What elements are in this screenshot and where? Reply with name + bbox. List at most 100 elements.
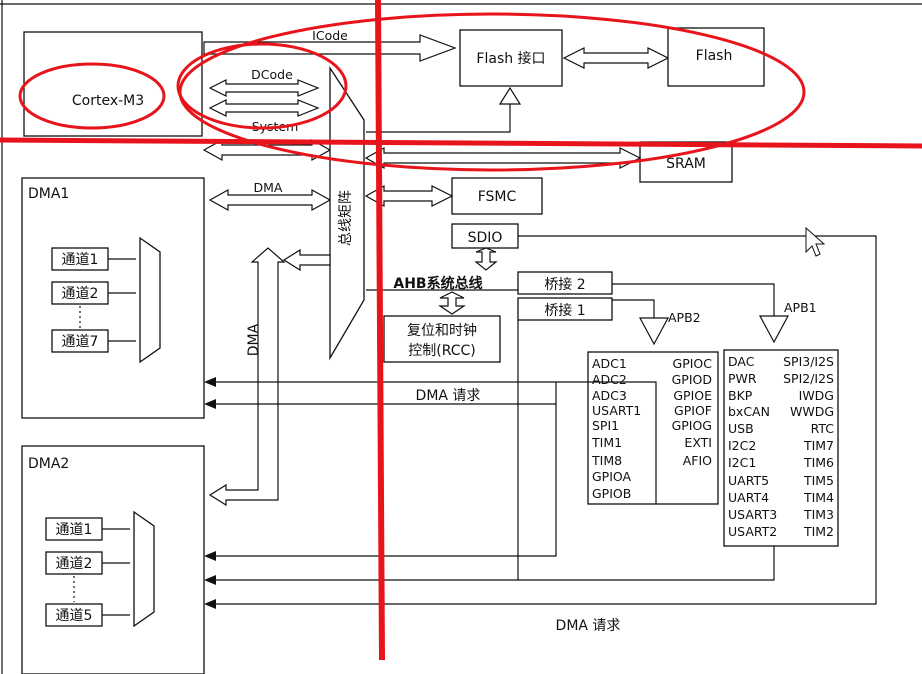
apb1-item-8: UART4 xyxy=(728,490,769,505)
apb2-item-11: GPIOE xyxy=(673,388,712,403)
dma1-channel-lines xyxy=(108,258,136,342)
dma2-request-line-1 xyxy=(212,404,557,557)
apb2-item-8: GPIOB xyxy=(592,486,631,501)
apb2-item-1: ADC2 xyxy=(592,372,627,387)
cortex-m3-label: Cortex-M3 xyxy=(72,93,144,109)
rcc-block xyxy=(383,315,501,363)
apb1-line xyxy=(612,283,775,316)
apb2-arrowhead xyxy=(638,317,670,346)
sram-label: SRAM xyxy=(666,156,706,172)
dma1-channel-1-label: 通道1 xyxy=(62,252,99,268)
apb1-item-17: TIM6 xyxy=(803,455,834,470)
dma2-channel-lines xyxy=(102,528,130,616)
dma1-channel-2-label: 通道2 xyxy=(62,286,99,302)
apb1-item-20: TIM3 xyxy=(803,507,834,522)
apb1-item-18: TIM5 xyxy=(803,473,834,488)
annotation-ellipse-flash xyxy=(178,12,806,172)
dma1-label: DMA1 xyxy=(28,186,69,202)
mouse-cursor-icon xyxy=(805,226,826,257)
apb1-item-10: USART2 xyxy=(728,524,777,539)
apb1-item-1: PWR xyxy=(728,371,757,386)
flash-label: Flash xyxy=(696,48,733,64)
rcc-ahb-arrow xyxy=(438,291,466,315)
apb2-item-12: GPIOF xyxy=(674,403,712,418)
apb1-item-6: I2C1 xyxy=(728,455,756,470)
apb1-item-16: TIM7 xyxy=(803,438,834,453)
apb2-item-4: SPI1 xyxy=(592,418,619,433)
dma2-bus-label: DMA xyxy=(246,323,262,356)
sdio-block xyxy=(451,223,519,249)
fsmc-block xyxy=(451,177,543,215)
rcc-label-line1: 复位和时钟 xyxy=(407,322,477,339)
dma2-label: DMA2 xyxy=(28,456,69,472)
icode-label: ICode xyxy=(312,28,348,43)
rcc-label-line2: 控制(RCC) xyxy=(408,343,476,359)
icode-bus-arrow xyxy=(203,34,457,62)
dma-request-label-2: DMA 请求 xyxy=(556,618,621,634)
dma-req-arrowhead-5 xyxy=(204,599,216,609)
apb1-arrowhead xyxy=(758,315,790,344)
dma2-bus-arrow-tip xyxy=(282,248,331,272)
apb2-item-0: ADC1 xyxy=(592,356,627,371)
apb1-item-11: SPI3/I2S xyxy=(783,354,834,369)
apb1-item-7: UART5 xyxy=(728,473,769,488)
apb2-item-9: GPIOC xyxy=(673,356,713,371)
flash-link-arrow xyxy=(562,47,670,69)
apb1-label: APB1 xyxy=(784,300,817,315)
annotation-vertical-line xyxy=(375,0,385,661)
apb1-item-2: BKP xyxy=(728,388,753,403)
flash-interface-label: Flash 接口 xyxy=(476,50,545,67)
apb2-item-6: TIM8 xyxy=(591,453,622,468)
fsmc-link-arrow xyxy=(364,184,454,208)
sdio-label: SDIO xyxy=(468,230,503,246)
dma-req-arrowhead-1 xyxy=(204,377,216,387)
flash-interface-block xyxy=(459,29,563,87)
dma2-channel-5-label: 通道5 xyxy=(56,608,93,624)
dma2-bus-arrow xyxy=(208,247,286,507)
dma1-mux xyxy=(139,236,161,364)
dma1-channel-7-label: 通道7 xyxy=(62,334,99,350)
annotation-horizontal-line xyxy=(0,137,922,149)
fsmc-label: FSMC xyxy=(478,189,517,205)
bridge1-block xyxy=(517,297,613,321)
ahb-bus-label: AHB系统总线 xyxy=(393,275,482,292)
apb1-item-21: TIM2 xyxy=(803,524,834,539)
dma2-channel-2-label: 通道2 xyxy=(56,556,93,572)
apb1-item-12: SPI2/I2S xyxy=(783,371,834,386)
annotation-circle-dcode xyxy=(176,42,348,130)
flash-if-up-arrowhead xyxy=(498,86,522,105)
apb2-item-3: USART1 xyxy=(592,403,641,418)
matrix-to-flash-line xyxy=(366,104,511,133)
dma-req-arrowhead-2 xyxy=(204,399,216,409)
sdio-dma-request-line xyxy=(212,235,877,605)
apb2-label: APB2 xyxy=(668,310,701,325)
apb1-item-14: WWDG xyxy=(790,404,834,419)
sdio-ahb-arrow xyxy=(474,247,498,271)
apb2-line xyxy=(612,299,655,318)
dma2-mux xyxy=(133,510,155,628)
dma1-request-line-apb2 xyxy=(212,381,657,504)
apb1-item-4: USB xyxy=(728,421,754,436)
bridge1-label: 桥接 1 xyxy=(544,302,585,319)
dma2-channel-1-label: 通道1 xyxy=(56,522,93,538)
apb2-item-10: GPIOD xyxy=(672,372,712,387)
dcode-bus-arrow-2 xyxy=(208,99,320,117)
apb1-item-5: I2C2 xyxy=(728,438,756,453)
apb2-peripherals-block xyxy=(587,351,719,505)
apb2-item-5: TIM1 xyxy=(591,435,622,450)
apb2-item-7: GPIOA xyxy=(592,469,632,484)
apb1-item-3: bxCAN xyxy=(728,404,770,419)
bridge2-block xyxy=(517,271,613,295)
dma-request-label-1: DMA 请求 xyxy=(416,388,481,404)
apb1-peripherals-block xyxy=(723,349,839,547)
apb2-item-14: EXTI xyxy=(684,435,712,450)
apb2-item-15: AFIO xyxy=(683,453,712,468)
annotation-circle-cortex xyxy=(18,62,166,130)
apb2-item-13: GPIOG xyxy=(672,418,712,433)
apb1-item-0: DAC xyxy=(728,354,755,369)
dma-bus-label: DMA xyxy=(254,180,283,195)
dma-req-arrowhead-4 xyxy=(204,575,216,585)
dma-req-arrowhead-3 xyxy=(204,551,216,561)
dcode-label: DCode xyxy=(251,67,293,82)
